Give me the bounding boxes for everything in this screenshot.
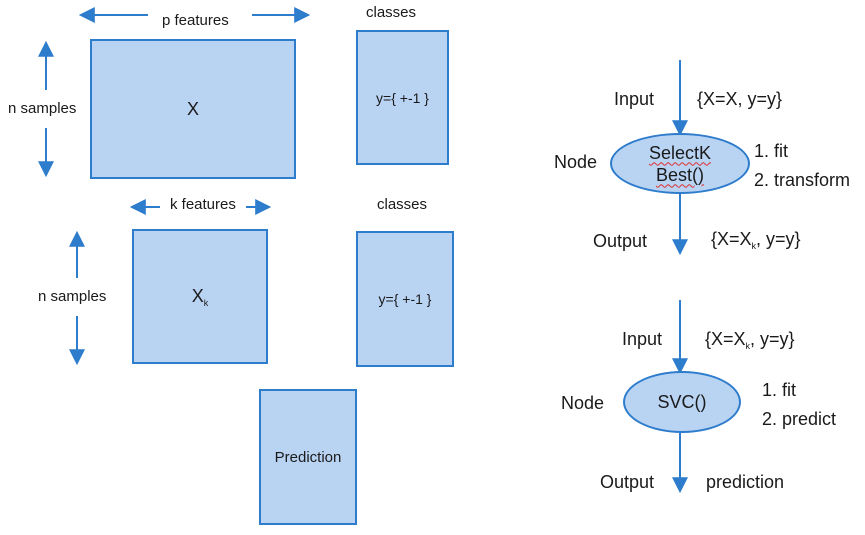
step-transform-1: 2. transform [754, 170, 851, 190]
output-label-2: Output [600, 472, 655, 492]
svc-node: SVC() [623, 371, 741, 433]
prediction-label: Prediction [274, 448, 342, 466]
x-matrix-label: X [186, 98, 199, 119]
step-fit-2: 1. fit [762, 380, 797, 400]
node-name-line2: Best() [655, 164, 704, 185]
input-label-2: Input [622, 329, 663, 349]
k-features-label: k features [170, 196, 236, 213]
selectkbest-node: SelectK Best() [610, 133, 750, 194]
prediction-box: Prediction [259, 389, 357, 525]
output-label-1: Output [593, 231, 648, 251]
n-samples-label-bottom: n samples [38, 288, 107, 305]
p-features-label: p features [162, 12, 229, 29]
output-value-2: prediction [706, 472, 785, 492]
y-classes-box-top: y={ +-1 } [356, 30, 449, 165]
xk-matrix-box: Xk [132, 229, 268, 364]
input-label-1: Input [614, 89, 655, 109]
input-value-2: {X=Xk, y=y} [705, 329, 795, 351]
xk-matrix-label: Xk [191, 285, 209, 308]
input-value-1: {X=X, y=y} [697, 89, 783, 109]
node-name-line1: SelectK [648, 142, 712, 163]
step-predict-2: 2. predict [762, 409, 837, 429]
classes-label-bottom: classes [377, 196, 428, 213]
node-label-2: Node [561, 393, 605, 413]
output-value-1: {X=Xk, y=y} [711, 229, 801, 251]
svc-node-label: SVC() [657, 392, 707, 412]
node-label-1: Node [554, 152, 598, 172]
step-fit-1: 1. fit [754, 141, 789, 161]
y-classes-box-bottom: y={ +-1 } [356, 231, 454, 367]
y-classes-label-bottom: y={ +-1 } [378, 291, 432, 307]
n-samples-label-top: n samples [8, 100, 77, 117]
x-matrix-box: X [90, 39, 296, 179]
y-classes-label-top: y={ +-1 } [376, 89, 429, 106]
classes-label-top: classes [366, 4, 417, 21]
